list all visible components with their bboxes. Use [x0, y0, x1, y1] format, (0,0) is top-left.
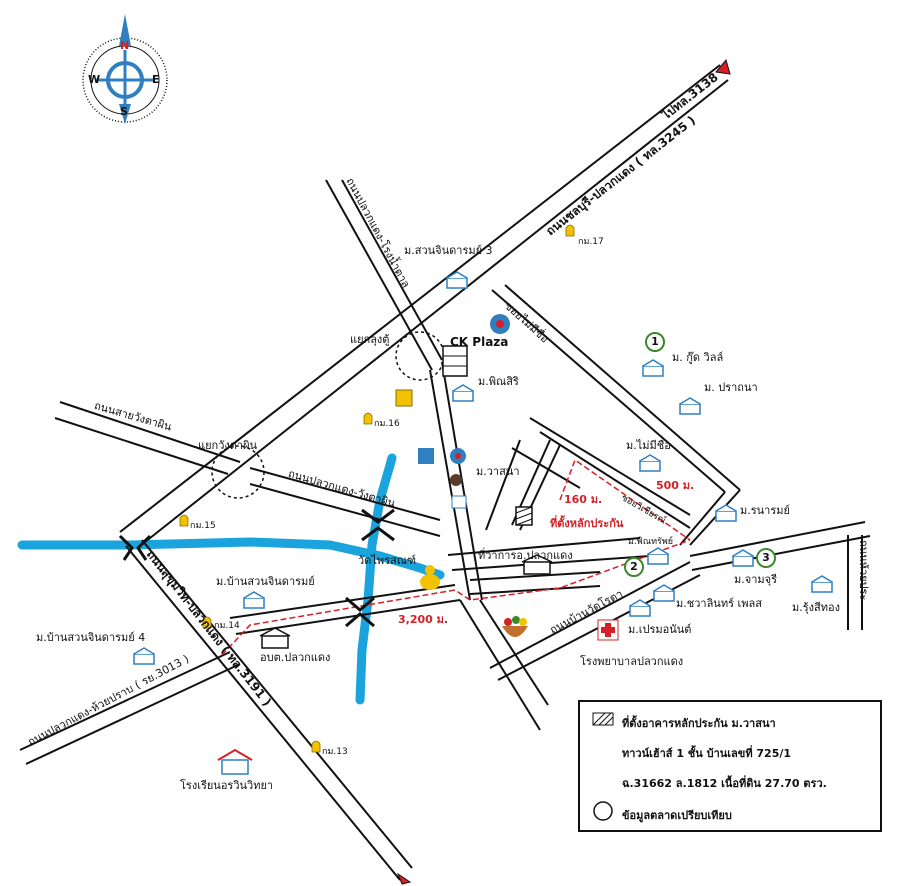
label-yak-lung-tu: แยกลุงตู้	[350, 333, 390, 346]
market-point-2: 2	[624, 557, 644, 577]
legend-circle-icon	[593, 801, 613, 821]
km-markers	[179, 224, 575, 753]
bridge-3	[118, 534, 152, 561]
legend-hatch-icon	[592, 712, 614, 726]
bridge-1	[361, 508, 395, 542]
road-plaeng-huai-prab	[19, 584, 461, 765]
label-ranarom: ม.รนารมย์	[740, 504, 790, 517]
label-hospital: โรงพยาบาลปลวกแดง	[580, 655, 684, 668]
school-icon	[217, 748, 253, 775]
market-point-3: 3	[756, 548, 776, 568]
road-plaeng-rong-nam-tan	[325, 179, 443, 371]
bank-icons	[418, 448, 467, 509]
legend: ที่ตั้งอาคารหลักประกัน ม.วาสนา ทาวน์เฮ้า…	[578, 700, 882, 832]
label-mai-pi-chue: ม.ไม่มีชื่อ	[626, 439, 671, 452]
label-ban-suan-indara-4: ม.บ้านสวนจินดารมย์ 4	[36, 631, 146, 644]
label-km16: กม.16	[374, 419, 400, 429]
label-ck-plaza: CK Plaza	[450, 335, 509, 349]
site-label: ที่ตั้งหลักประกัน	[550, 517, 624, 530]
label-yak-wang-ta-phin: แยกวังตาผิน	[198, 439, 258, 452]
label-km17: กม.17	[578, 237, 604, 247]
road-ban-wat-rota	[447, 521, 871, 681]
hospital-icon	[597, 619, 619, 641]
road-central-vertical	[429, 361, 549, 731]
temple-icon	[420, 565, 440, 590]
junction-circle-wang-ta-phin	[211, 445, 265, 499]
label-chawalin: ม.ชวาลินทร์ เพลส	[676, 597, 762, 610]
compass-e: E	[152, 73, 160, 86]
bank-icon	[490, 314, 510, 334]
label-km15: กม.15	[190, 521, 216, 531]
road-sai-wang-ta-phin	[54, 401, 441, 537]
distance-3200: 3,200 ม.	[398, 613, 449, 626]
legend-line-1: ที่ตั้งอาคารหลักประกัน ม.วาสนา	[622, 717, 776, 730]
compass-icon	[82, 14, 168, 124]
road-right-vertical	[847, 535, 863, 630]
road-soi-mai-mi-chue	[491, 284, 741, 546]
compass-w: W	[88, 73, 101, 86]
legend-line-2: ทาวน์เฮ้าส์ 1 ชั้น บ้านเลขที่ 725/1	[622, 747, 792, 760]
label-district-office: ที่ว่าการอ.ปลวกแดง	[478, 549, 573, 562]
label-wat-phrasanot: วัดไพรสณฑ์	[358, 554, 417, 567]
arrow-ne-icon	[715, 58, 731, 75]
label-suan-indara-3: ม.สวนจินดารมย์ 3	[404, 244, 493, 257]
label-jamjuree: ม.จามจุรี	[734, 573, 777, 586]
arrow-se-icon	[396, 872, 412, 885]
compass-s: S	[120, 105, 128, 118]
legend-line-3: ฉ.31662 ล.1812 เนื้อที่ดิน 27.70 ตรว.	[622, 777, 827, 790]
compass-n: N	[120, 39, 130, 52]
distance-160: 160 ม.	[564, 493, 603, 506]
label-phinsiri: ม.พิณสิริ	[478, 375, 519, 388]
label-ban-suan-indara: ม.บ้านสวนจินดารมย์	[216, 575, 315, 588]
label-school: โรงเรียนอรวินวิทยา	[180, 779, 274, 792]
legend-line-4: ข้อมูลตลาดเปรียบเทียบ	[622, 809, 732, 822]
district-office-icon	[521, 554, 553, 575]
label-obt: อบต.ปลวกแดง	[260, 651, 331, 664]
distance-lines	[221, 458, 691, 656]
label-good-villa: ม. กู๊ด วิลล์	[672, 351, 724, 364]
label-rung-si-thong: ม.รุ้งสีทอง	[792, 601, 840, 614]
label-wasana: ม.วาสนา	[476, 465, 520, 478]
market-point-1: 1	[645, 332, 665, 352]
label-prathana: ม. ปราถนา	[704, 381, 758, 394]
label-premanan: ม.เปรมอนันต์	[628, 623, 692, 636]
label-km13: กม.13	[322, 747, 348, 757]
junction-circle-lung-tu	[395, 331, 445, 381]
road-chonburi-plaeng	[119, 64, 729, 547]
label-phinmuk: ม.พิณทรัพย์	[628, 537, 674, 547]
bridge-2	[345, 596, 375, 628]
road-sukhumvit-plaeng	[125, 539, 413, 881]
market-basket-icon	[502, 616, 528, 637]
distance-500: 500 ม.	[656, 479, 695, 492]
ck-plaza-icon	[442, 345, 468, 377]
village-icons	[133, 271, 833, 665]
shop-icon	[395, 389, 413, 407]
label-km14: กม.14	[214, 621, 240, 631]
obt-icon	[259, 627, 291, 649]
site-building	[515, 506, 533, 526]
road-label-right-vertical: ถนนห้วยประ	[857, 540, 870, 601]
